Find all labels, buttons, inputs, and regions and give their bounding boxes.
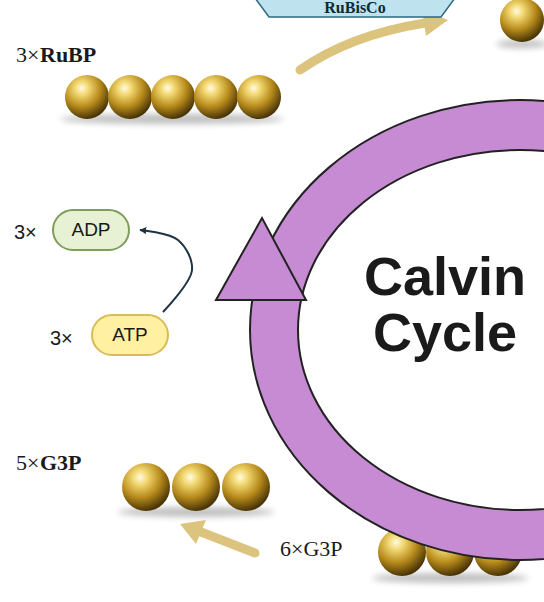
gold-arrow <box>201 532 255 553</box>
carbon-sphere <box>65 75 109 119</box>
molecule-name: RuBP <box>40 43 96 67</box>
cycle-ring: Calvin Cycle <box>250 100 544 560</box>
molecule-name: G3P <box>40 451 82 475</box>
carbon-sphere <box>500 0 544 42</box>
node-text: ADP <box>54 211 128 249</box>
node-text: Calvin Cycle <box>345 248 544 360</box>
count-prefix: 5× <box>16 451 39 475</box>
count-prefix: 3× <box>14 220 37 244</box>
molecule-count: 6×G3P <box>280 537 343 561</box>
node-text: RuBisCo <box>255 0 455 16</box>
carbon-sphere <box>172 463 220 511</box>
gold-arrow <box>300 23 425 70</box>
count-prefix: 3× <box>50 326 73 350</box>
molecule-pill: ATP <box>91 314 169 356</box>
carbon-sphere <box>122 463 170 511</box>
gold-arrowhead <box>180 520 206 544</box>
carbon-sphere <box>194 75 238 119</box>
count-prefix: 3× <box>16 43 39 67</box>
carbon-sphere <box>151 75 195 119</box>
molecule-pill: ADP <box>52 209 130 251</box>
ring-arrowhead <box>216 218 306 300</box>
reaction-arrow <box>140 230 192 312</box>
enzyme-hexagon: RuBisCo <box>255 0 455 18</box>
carbon-sphere <box>222 463 270 511</box>
ring-band <box>250 100 544 560</box>
node-text: ATP <box>93 316 167 354</box>
carbon-sphere <box>237 75 281 119</box>
carbon-sphere <box>108 75 152 119</box>
hexagon-shape <box>255 0 455 17</box>
